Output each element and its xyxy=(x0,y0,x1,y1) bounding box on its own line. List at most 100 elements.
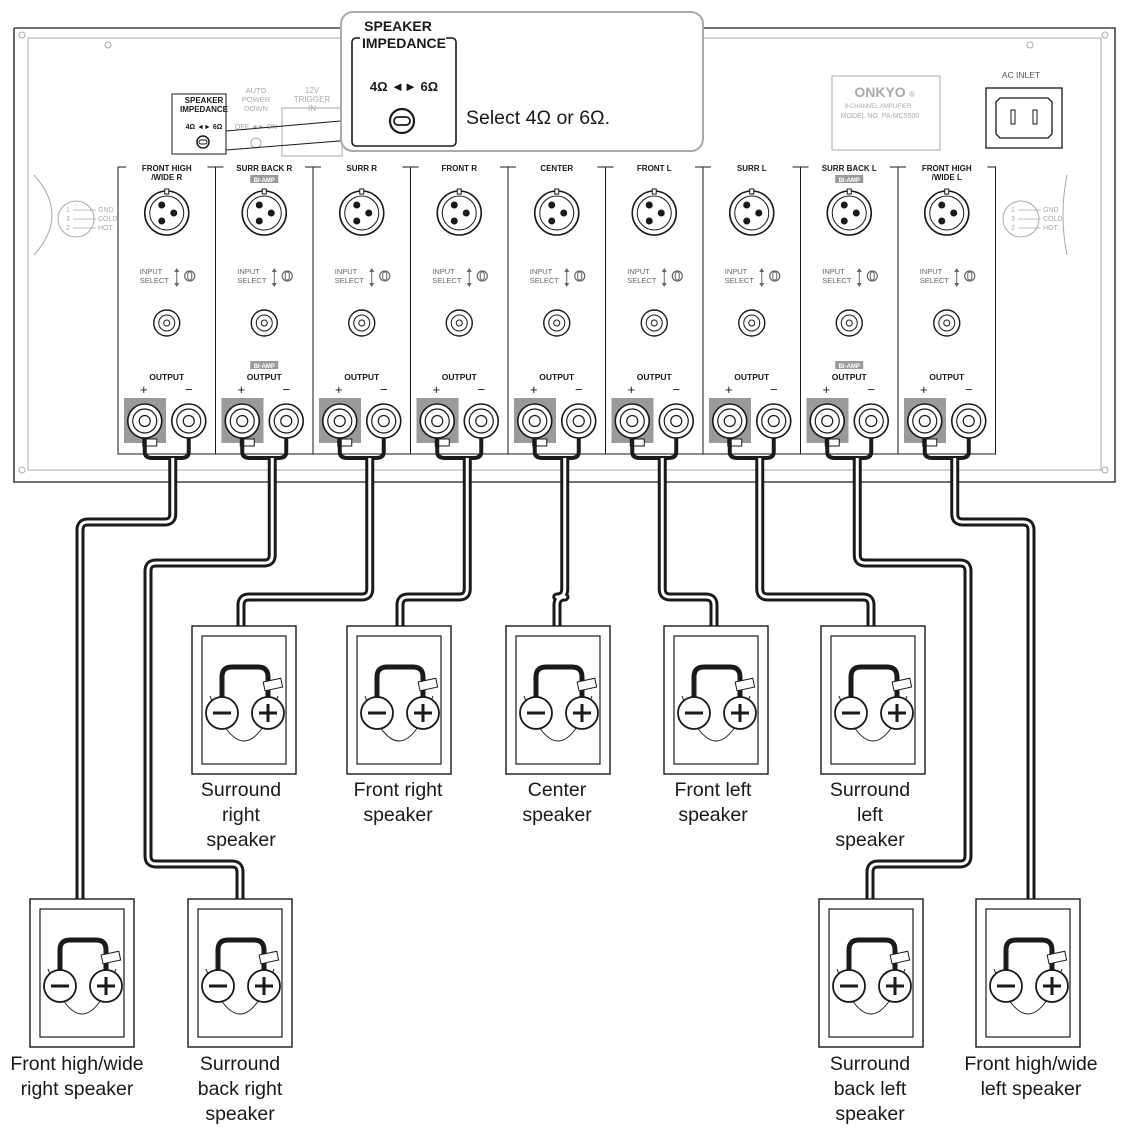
binding-post-center xyxy=(280,414,293,428)
rca-input-jack-icon[interactable] xyxy=(250,309,278,337)
input-select-switch-icon[interactable] xyxy=(476,270,488,282)
binding-post-center xyxy=(918,414,931,428)
select-arrows-icon xyxy=(661,268,667,287)
speaker-front-left xyxy=(663,625,769,775)
output-label: OUTPUT xyxy=(247,372,283,382)
speaker-cabinet-icon xyxy=(663,625,769,775)
rca-input-jack-icon[interactable] xyxy=(835,309,863,337)
xlr-input-ring xyxy=(539,195,575,231)
input-select-switch-icon[interactable] xyxy=(671,270,683,282)
xlr-pin-icon xyxy=(657,209,665,217)
xlr-input-jack-icon[interactable] xyxy=(338,190,385,236)
input-select-label: INPUT xyxy=(530,267,553,276)
rca-center xyxy=(748,319,756,327)
auto-power-down-label: POWER xyxy=(242,95,271,104)
rca-center xyxy=(845,319,853,327)
output-label: OUTPUT xyxy=(832,372,868,382)
speaker-cabinet-icon xyxy=(191,625,297,775)
impedance-switch-icon[interactable] xyxy=(196,135,210,149)
channel-header-bg xyxy=(808,161,890,173)
input-select-label: SELECT xyxy=(335,276,365,285)
binding-post-center xyxy=(626,414,639,428)
brand-mark: ® xyxy=(909,90,915,99)
xlr-pin-number: 2 xyxy=(66,225,70,232)
rca-center xyxy=(455,319,463,327)
xlr-input-jack-icon[interactable] xyxy=(241,190,288,236)
rca-ring xyxy=(743,314,761,332)
output-minus-label: − xyxy=(185,382,193,397)
rca-input-jack-icon[interactable] xyxy=(153,309,181,337)
rca-input-jack-icon[interactable] xyxy=(348,309,376,337)
xlr-input-jack-icon[interactable] xyxy=(631,190,678,236)
speaker-cabinet-icon xyxy=(975,898,1081,1048)
speaker-cabinet-icon xyxy=(187,898,293,1048)
speaker-label: Front high/wide xyxy=(10,1053,143,1075)
trigger-block xyxy=(281,107,343,157)
xlr-pin-icon xyxy=(353,217,361,225)
binding-post-ring xyxy=(912,408,938,434)
rca-input-jack-icon[interactable] xyxy=(445,309,473,337)
biamp-badge xyxy=(250,361,279,369)
impedance-switch-knob xyxy=(198,139,208,145)
input-select-switch-icon[interactable] xyxy=(964,270,976,282)
channel-label: /WIDE L xyxy=(932,173,962,182)
speaker-wire xyxy=(1003,937,1055,970)
input-select-label: INPUT xyxy=(822,267,845,276)
input-select-switch-icon[interactable] xyxy=(866,270,878,282)
binding-post-center xyxy=(138,414,151,428)
xlr-latch xyxy=(651,188,657,195)
xlr-input-ring xyxy=(149,195,185,231)
input-select-knob xyxy=(967,271,973,281)
output-plus-label: + xyxy=(335,382,343,397)
cable-inner xyxy=(758,458,873,673)
callout-impedance-switch-icon[interactable] xyxy=(388,107,416,135)
rca-input-jack-icon[interactable] xyxy=(543,309,571,337)
model-line: MODEL NO. PA-MC5500 xyxy=(841,113,920,120)
trigger-label: TRIGGER xyxy=(294,95,331,104)
input-select-switch-icon[interactable] xyxy=(769,270,781,282)
binding-post-ring xyxy=(566,408,592,434)
rca-input-jack-icon[interactable] xyxy=(640,309,668,337)
input-select-label: INPUT xyxy=(725,267,748,276)
input-select-switch-icon[interactable] xyxy=(281,270,293,282)
terminal-wire-loop xyxy=(240,438,289,460)
xlr-input-jack-icon[interactable] xyxy=(533,190,580,236)
input-select-switch-icon[interactable] xyxy=(379,270,391,282)
speaker-terminal-plate xyxy=(201,635,287,765)
xlr-pin-number: 1 xyxy=(1011,207,1015,214)
xlr-input-jack-icon[interactable] xyxy=(826,190,873,236)
input-select-label: SELECT xyxy=(237,276,267,285)
input-select-knob xyxy=(772,271,778,281)
binding-post-center xyxy=(962,414,975,428)
xlr-input-jack-icon[interactable] xyxy=(436,190,483,236)
xlr-pin-icon xyxy=(840,201,848,209)
input-select-switch-icon[interactable] xyxy=(574,270,586,282)
wire-tag xyxy=(1046,950,1068,965)
speaker-label: Front high/wide xyxy=(964,1053,1097,1075)
select-arrows-icon xyxy=(271,268,277,287)
xlr-input-jack-icon[interactable] xyxy=(923,190,970,236)
auto-power-down-switch-icon[interactable] xyxy=(250,137,262,149)
ac-inlet-socket-icon[interactable] xyxy=(995,97,1053,139)
xlr-latch xyxy=(749,188,755,195)
input-select-label: SELECT xyxy=(530,276,560,285)
biamp-badge xyxy=(835,175,864,183)
xlr-input-jack-icon[interactable] xyxy=(728,190,775,236)
xlr-pin-label: HOT xyxy=(98,225,114,232)
output-label: OUTPUT xyxy=(637,372,673,382)
rca-input-jack-icon[interactable] xyxy=(933,309,961,337)
binding-post-ring xyxy=(956,408,982,434)
wire-tag xyxy=(258,950,280,965)
binding-post-ring xyxy=(468,408,494,434)
rca-ring xyxy=(840,314,858,332)
input-select-switch-icon[interactable] xyxy=(184,270,196,282)
speaker-label: Surround xyxy=(201,779,281,801)
rca-input-jack-icon[interactable] xyxy=(738,309,766,337)
xlr-input-jack-icon[interactable] xyxy=(143,190,190,236)
output-minus-label: − xyxy=(380,382,388,397)
channel-label: SURR L xyxy=(737,164,767,173)
